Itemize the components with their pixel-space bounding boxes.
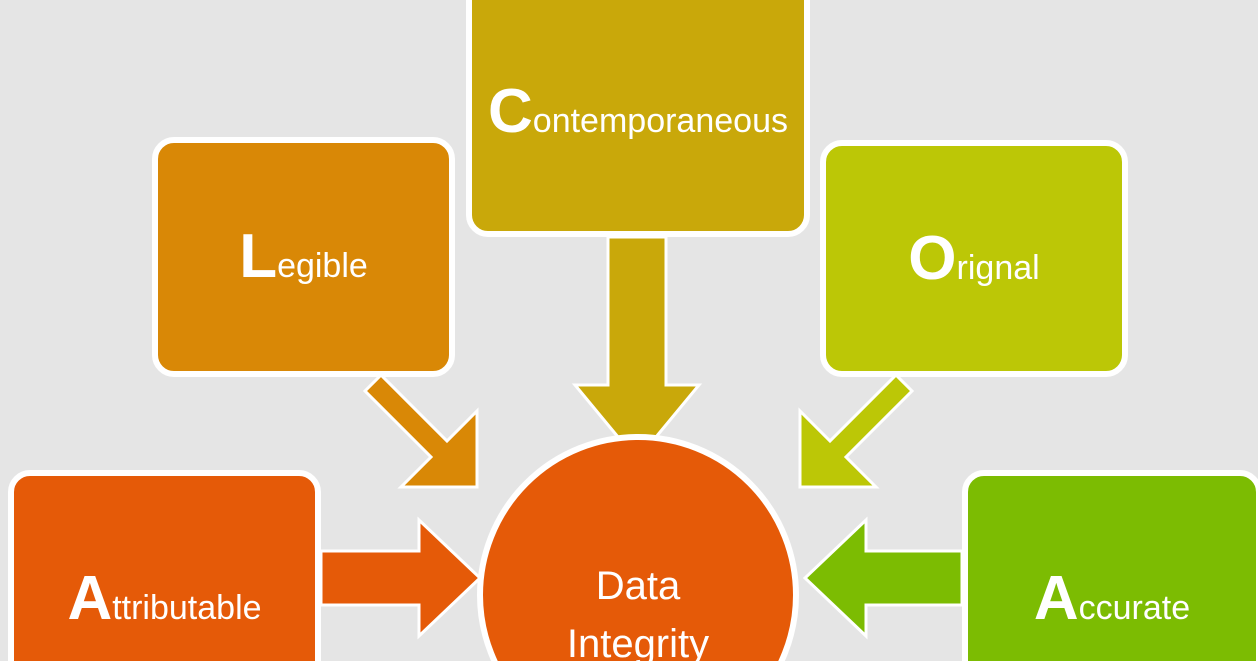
node-contemporaneous-label: Contemporaneous [488,81,788,143]
node-contemporaneous-initial: C [488,77,533,146]
arrow-attributable-to-center [319,516,483,640]
node-orignal-label: Orignal [908,227,1040,290]
node-legible-initial: L [239,222,278,291]
arrow-legible-to-center [362,372,479,489]
arrow-orignal-to-center [798,372,915,489]
node-attributable-rest: ttributable [112,589,262,627]
data-integrity-line-1: Data [595,564,681,608]
node-accurate-initial: A [1033,564,1079,633]
node-attributable-initial: A [67,564,113,633]
node-accurate-label: Accurate [1034,568,1190,630]
node-legible-label: Legible [239,226,368,288]
arrow-accurate-to-center [802,516,964,640]
node-accurate-rest: ccurate [1078,589,1191,627]
node-contemporaneous[interactable]: Contemporaneous [466,0,810,237]
node-attributable[interactable]: Attributable [8,470,321,661]
node-orignal-rest: rignal [956,248,1040,287]
node-accurate[interactable]: Accurate [962,470,1258,661]
node-attributable-label: Attributable [67,568,261,630]
node-contemporaneous-rest: ontemporaneous [532,102,788,140]
arrow-contemporaneous-to-center [571,235,703,463]
data-integrity-line-2: Integrity [566,622,710,661]
node-orignal[interactable]: Orignal [820,140,1128,377]
node-legible-rest: egible [277,247,368,285]
node-orignal-initial: O [908,223,957,293]
node-legible[interactable]: Legible [152,137,455,377]
